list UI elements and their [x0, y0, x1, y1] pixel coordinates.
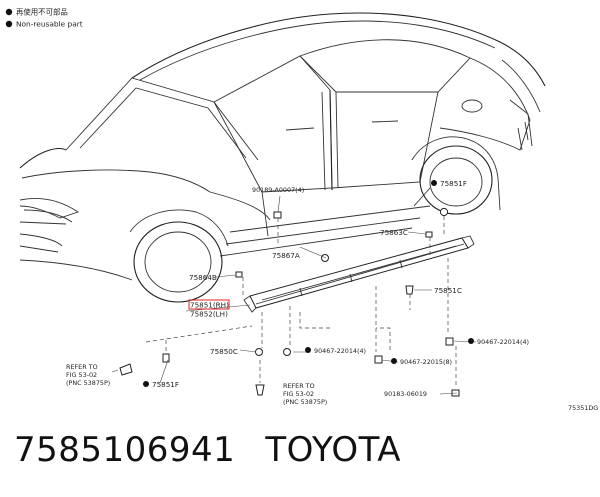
car-body-illustration	[19, 12, 546, 303]
nonreusable-dot-icon	[431, 180, 437, 186]
clip-icon	[283, 348, 291, 356]
screw-icon	[119, 363, 133, 376]
leader-lines	[111, 195, 477, 395]
label-75850c: 75850C	[210, 347, 238, 356]
label-90467-22014-b: 90467-22014(4)	[477, 338, 529, 346]
label-90183: 90183-06019	[384, 390, 427, 398]
refer-line: FIG 53-02	[66, 371, 97, 379]
refer-line: FIG 53-02	[283, 390, 314, 398]
footer-caption: 7585106941 TOYOTA	[14, 430, 401, 470]
label-90189: 90189-A0007(4)	[252, 186, 304, 194]
clip-icon	[162, 353, 170, 363]
fasteners	[119, 207, 460, 397]
label-75851c: 75851C	[434, 286, 462, 295]
clip-icon	[439, 207, 449, 217]
label-75851-rh: 75851(RH)	[190, 301, 229, 310]
diagram-code: 75351DG	[568, 404, 598, 412]
nonreusable-dot-icon	[468, 338, 474, 344]
refer-line: REFER TO	[283, 382, 315, 390]
label-90467-22015: 90467-22015(8)	[400, 358, 452, 366]
legend-dot-icon	[5, 20, 13, 28]
label-75867a: 75867A	[272, 251, 300, 260]
refer-note-bottom: REFER TO FIG 53-02 (PNC 53875P)	[283, 382, 327, 406]
rocker-panel-part	[243, 235, 475, 313]
clip-icon	[235, 271, 243, 278]
nonreusable-dot-icon	[143, 381, 149, 387]
nonreusable-dot-icon	[305, 347, 311, 353]
clip-icon	[445, 337, 454, 346]
brand-text: TOYOTA	[265, 430, 402, 470]
clip-icon	[425, 231, 433, 238]
refer-note-left: REFER TO FIG 53-02 (PNC 53875P)	[66, 363, 110, 387]
clip-icon	[273, 211, 282, 219]
clip-icon	[374, 355, 383, 364]
clip-icon	[321, 254, 329, 262]
refer-line: REFER TO	[66, 363, 98, 371]
highlight-box	[188, 299, 230, 310]
screw-icon	[405, 285, 414, 295]
label-75864b: 75864B	[189, 273, 217, 282]
label-75851f-bottom: 75851F	[152, 380, 179, 389]
label-75863c: 75863C	[380, 228, 408, 237]
legend-en-text: Non-reusable part	[16, 20, 83, 29]
nonreusable-dot-icon	[391, 358, 397, 364]
clip-icon	[255, 348, 263, 356]
legend: 再使用不可部品 Non-reusable part	[5, 8, 83, 29]
label-90467-22014-a: 90467-22014(4)	[314, 347, 366, 355]
legend-dot-icon	[5, 8, 13, 16]
part-labels: 90189-A0007(4) 75851F 75863C 75867A 7586…	[66, 179, 598, 412]
refer-line: (PNC 53875P)	[66, 379, 110, 387]
label-75852-lh: 75852(LH)	[190, 310, 228, 319]
refer-line: (PNC 53875P)	[283, 398, 327, 406]
part-number-text: 7585106941	[14, 430, 236, 470]
label-75851f-top: 75851F	[440, 179, 467, 188]
diagram-canvas: 再使用不可部品 Non-reusable part	[5, 8, 598, 412]
legend-jp-text: 再使用不可部品	[16, 8, 68, 17]
screw-icon	[255, 384, 265, 396]
